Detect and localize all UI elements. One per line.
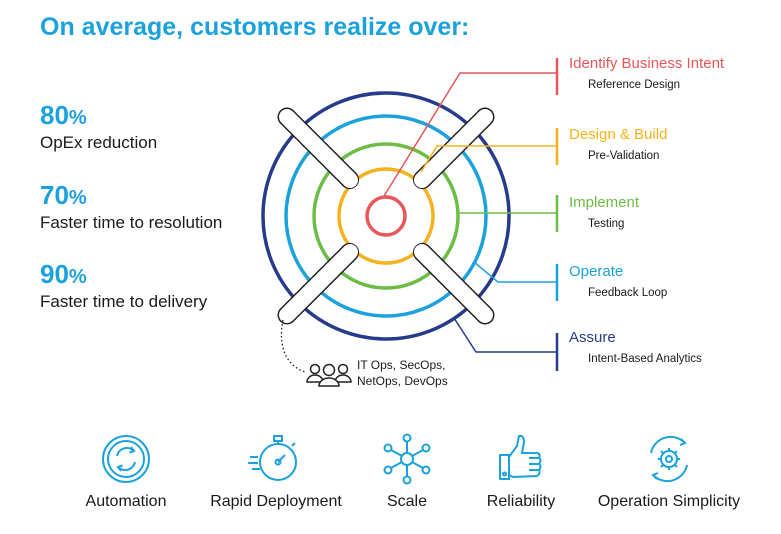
benefit-operation-simplicity: Operation Simplicity — [588, 433, 750, 511]
teams-connector — [280, 319, 306, 373]
ring-design — [337, 167, 435, 265]
stage-sub: Reference Design — [588, 79, 681, 91]
stat-label: Faster time to delivery — [40, 292, 208, 311]
ring-assure — [261, 91, 511, 341]
stage-sub: Feedback Loop — [588, 287, 668, 299]
stage-name: Operate — [569, 263, 624, 280]
connector-identify — [383, 72, 557, 197]
ring-identify — [365, 195, 407, 237]
benefit-label: Operation Simplicity — [597, 493, 741, 510]
stage-design: Design & Build Pre-Validation — [569, 126, 667, 162]
stat-unit: % — [68, 107, 87, 129]
people-group-icon — [306, 360, 352, 393]
benefit-reliability: Reliability — [476, 433, 566, 511]
benefit-rapid-deployment: Rapid Deployment — [200, 433, 352, 511]
stage-implement: Implement Testing — [569, 194, 639, 230]
stat-resolution: 70% Faster time to resolution — [40, 180, 222, 233]
ring-implement — [312, 142, 460, 290]
stage-operate: Operate Feedback Loop — [569, 263, 667, 299]
teams-label: IT Ops, SecOps, NetOps, DevOps — [357, 357, 448, 389]
benefit-automation: Automation — [76, 433, 176, 511]
stat-unit: % — [68, 266, 87, 288]
page-title: On average, customers realize over: — [40, 13, 470, 41]
stage-assure: Assure Intent-Based Analytics — [569, 329, 702, 365]
thumbs-up-icon — [499, 434, 542, 480]
stat-value: 70 — [40, 180, 69, 210]
connector-design — [420, 145, 557, 173]
teams-line: NetOps, DevOps — [357, 374, 448, 388]
stat-value: 80 — [40, 100, 69, 130]
gear-cycle-icon — [650, 435, 688, 483]
stage-name: Assure — [569, 329, 616, 346]
stat-label: OpEx reduction — [40, 133, 158, 152]
automation-icon — [102, 435, 150, 483]
connector-operate — [473, 261, 557, 283]
stage-sub: Pre-Validation — [588, 150, 660, 162]
network-nodes-icon — [383, 433, 431, 485]
benefit-label: Scale — [386, 493, 428, 510]
crosshair-bars — [277, 107, 495, 325]
benefit-scale: Scale — [372, 433, 442, 511]
stat-label: Faster time to resolution — [40, 213, 223, 232]
stage-identify: Identify Business Intent Reference Desig… — [569, 55, 724, 91]
stage-sub: Testing — [588, 218, 625, 230]
stat-value: 90 — [40, 259, 69, 289]
stat-unit: % — [68, 187, 87, 209]
stage-sub: Intent-Based Analytics — [588, 353, 702, 365]
stopwatch-icon — [248, 435, 297, 481]
stage-name: Implement — [569, 194, 640, 211]
stage-name: Design & Build — [569, 126, 668, 143]
stat-opex: 80% OpEx reduction — [40, 100, 157, 153]
stat-delivery: 90% Faster time to delivery — [40, 259, 207, 312]
ring-operate — [284, 114, 488, 318]
benefit-label: Rapid Deployment — [210, 493, 342, 510]
teams-line: IT Ops, SecOps, — [357, 358, 446, 372]
stage-name: Identify Business Intent — [569, 55, 725, 72]
benefit-label: Automation — [85, 493, 167, 510]
benefit-label: Reliability — [486, 493, 556, 510]
connector-assure — [453, 317, 557, 353]
